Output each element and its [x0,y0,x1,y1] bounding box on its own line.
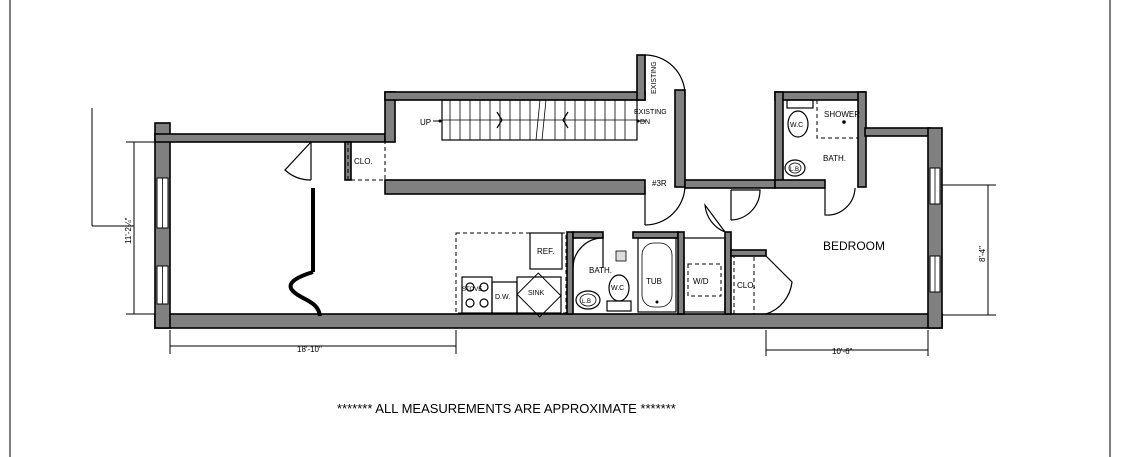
dim-right-width: 10'-6" [832,347,853,356]
existing-door-label: EXISTING [651,61,658,94]
unit-label: #3R [652,179,667,188]
dimension-lines [91,108,996,356]
stove-label: STOVE [462,287,482,293]
wc-upper-label: W.C [790,122,803,129]
walls [154,54,943,329]
washer-dryer [683,237,726,313]
shower-label: SHOWER [824,110,860,119]
left-closet [284,141,386,181]
stair-existing-label: EXISTING [634,109,667,116]
living-partition [288,188,322,317]
stair-doors [644,54,686,226]
lav-main-label: L.B [582,299,591,305]
stair-dn-label: DN [640,119,650,126]
lav-upper-label: L.B [790,167,799,173]
wc-main-label: W.C [611,285,624,292]
ref-label: REF. [537,247,554,256]
dim-left-width: 18'-10" [297,345,322,354]
tub-label: TUB [646,277,662,286]
stair-up-label: UP [420,118,431,127]
sink-label: SINK [528,290,545,297]
right-closet [733,255,793,315]
main-bath [572,237,677,313]
dw-label: D.W. [495,294,510,301]
closet-left-label: CLO. [354,157,373,166]
upper-bath [784,99,859,216]
washer-dryer-label: W/D [693,277,709,286]
kitchen [455,232,567,318]
bath-upper-label: BATH. [823,154,846,163]
dim-left-height: 11'-2¼" [124,217,133,244]
closet-right-label: CLO. [737,281,756,290]
stairs [433,99,646,141]
right-windows [929,167,941,293]
left-windows [156,177,169,305]
approximate-note: ******* ALL MEASUREMENTS ARE APPROXIMATE… [337,401,676,416]
bath-main-label: BATH. [589,266,612,275]
hall-door [704,189,761,233]
labels: BEDROOM CLO. CLO. BATH. BATH. SHOWER W.C… [124,61,987,416]
dim-right-height: 8'-4" [978,246,987,262]
bedroom-label: BEDROOM [823,239,885,253]
